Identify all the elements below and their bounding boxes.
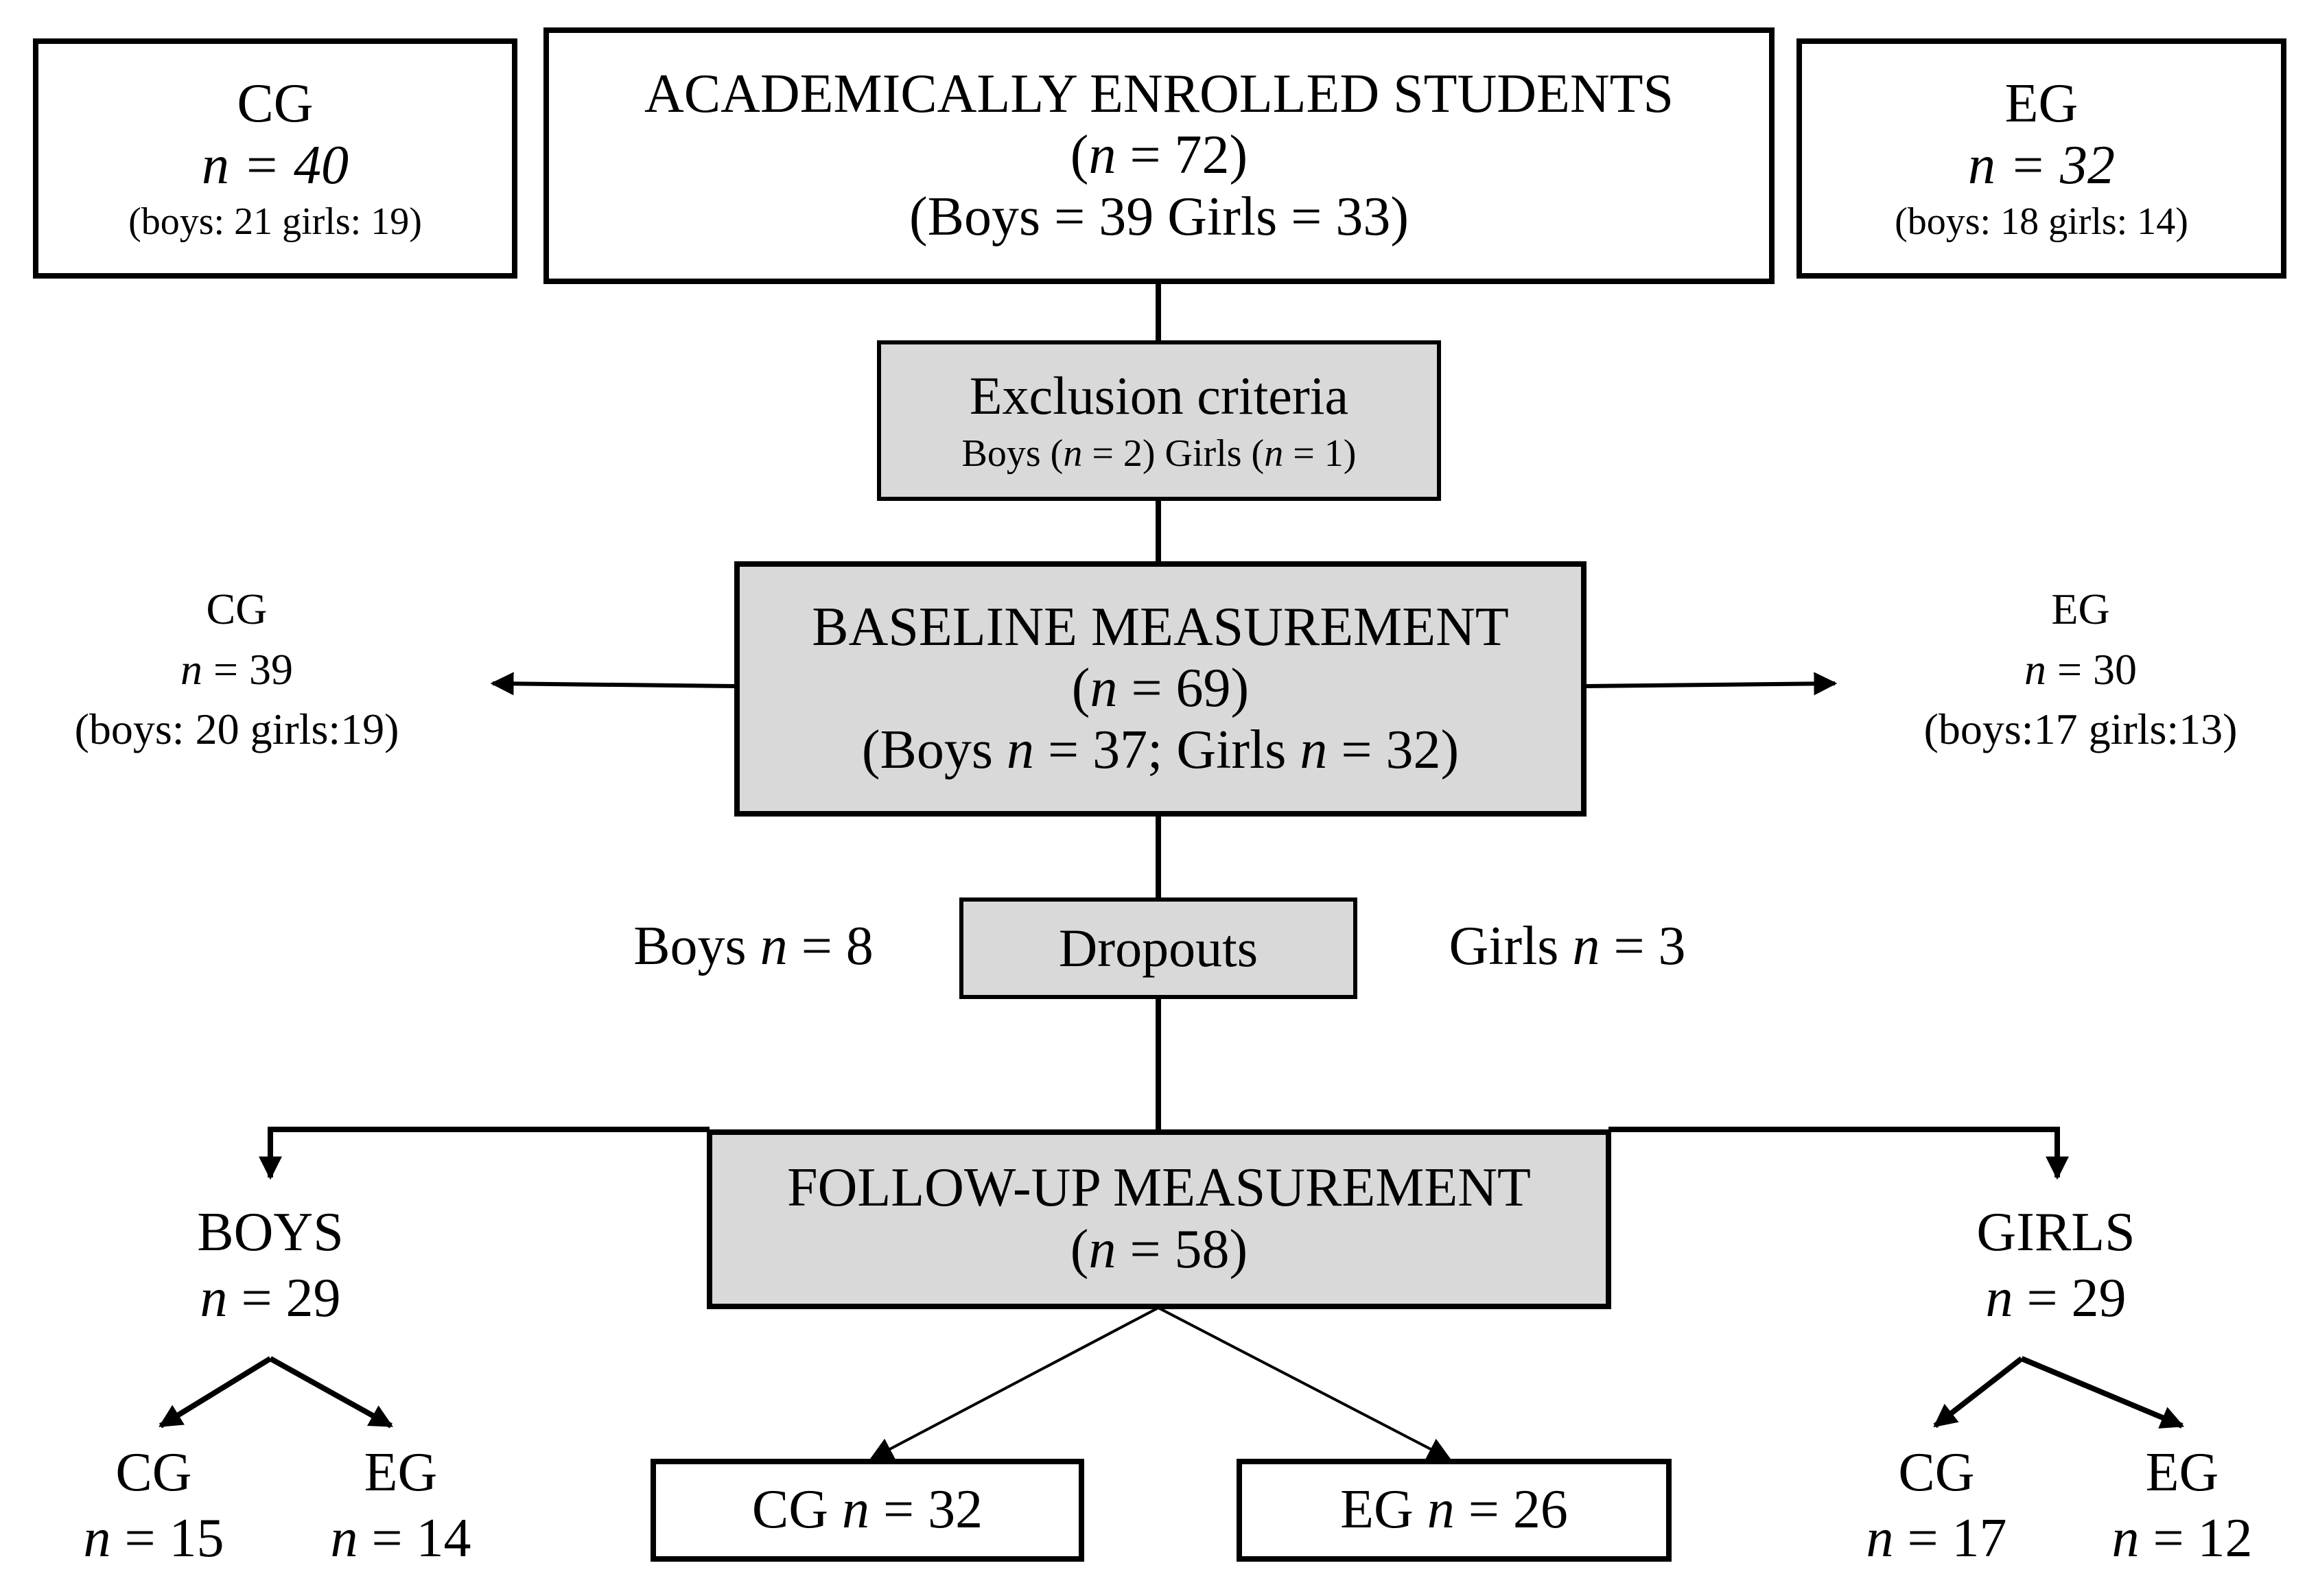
cg-final-box: CG n = 32 — [651, 1459, 1084, 1562]
arrow-baseline-to-eg — [1584, 672, 1838, 696]
eg-final-box: EG n = 26 — [1237, 1459, 1672, 1562]
exclusion-title: Exclusion criteria — [969, 365, 1349, 425]
girls-group: GIRLS n = 29 — [1919, 1202, 2193, 1329]
dropouts-title: Dropouts — [1058, 918, 1258, 978]
cg-top-n: n = 40 — [202, 134, 349, 196]
exclusion-detail: Boys (n = 2) Girls (n = 1) — [961, 432, 1357, 476]
boys-label: BOYS — [197, 1202, 344, 1263]
baseline-split: (Boys n = 37; Girls n = 32) — [861, 719, 1460, 780]
boys-cg-n: n = 15 — [83, 1507, 224, 1569]
eg-top-label: EG — [2004, 73, 2079, 134]
enrolled-split: (Boys = 39 Girls = 33) — [909, 186, 1409, 247]
followup-title: FOLLOW-UP MEASUREMENT — [787, 1158, 1531, 1219]
boys-cg-group: CG n = 15 — [44, 1442, 264, 1569]
followup-n: (n = 58) — [1070, 1219, 1248, 1280]
arrow-girls-to-cg — [1933, 1356, 2024, 1429]
eg-final-label: EG n = 26 — [1340, 1479, 1568, 1540]
arrow-followup-to-cg — [869, 1306, 1159, 1460]
girls-cg-n: n = 17 — [1866, 1507, 2007, 1569]
arrow-baseline-to-cg — [490, 672, 736, 696]
eg-mid-group: EG n = 30 (boys:17 girls:13) — [1868, 585, 2293, 754]
girls-eg-label: EG — [2145, 1442, 2219, 1503]
enrolled-box: ACADEMICALLY ENROLLED STUDENTS (n = 72) … — [543, 27, 1775, 284]
cg-final-label: CG n = 32 — [751, 1479, 983, 1540]
eg-mid-split: (boys:17 girls:13) — [1923, 705, 2238, 754]
dropouts-girls: Girls n = 3 — [1449, 916, 1686, 976]
eg-top-box: EG n = 32 (boys: 18 girls: 14) — [1796, 38, 2286, 279]
eg-top-split: (boys: 18 girls: 14) — [1895, 200, 2188, 244]
arrow-girls-to-eg — [2020, 1356, 2185, 1429]
girls-n: n = 29 — [1985, 1267, 2127, 1328]
girls-eg-n: n = 12 — [2111, 1507, 2253, 1569]
arrow-boys-to-cg — [159, 1356, 272, 1429]
followup-box: FOLLOW-UP MEASUREMENT (n = 58) — [707, 1129, 1611, 1309]
boys-eg-group: EG n = 14 — [291, 1442, 511, 1569]
eg-mid-n: n = 30 — [2024, 644, 2138, 694]
eg-mid-label: EG — [2051, 585, 2110, 633]
cg-top-label: CG — [237, 73, 314, 134]
baseline-box: BASELINE MEASUREMENT (n = 69) (Boys n = … — [734, 561, 1587, 817]
cg-mid-group: CG n = 39 (boys: 20 girls:19) — [21, 585, 453, 754]
girls-label: GIRLS — [1976, 1202, 2135, 1263]
baseline-n: (n = 69) — [1071, 658, 1250, 719]
cg-mid-split: (boys: 20 girls:19) — [74, 705, 399, 754]
cg-top-split: (boys: 21 girls: 19) — [128, 200, 422, 244]
boys-cg-label: CG — [115, 1442, 192, 1503]
cg-mid-n: n = 39 — [180, 644, 294, 694]
cg-mid-label: CG — [206, 585, 268, 633]
arrow-followup-to-eg — [1158, 1306, 1452, 1460]
dropouts-boys: Boys n = 8 — [633, 916, 874, 976]
girls-cg-label: CG — [1898, 1442, 1975, 1503]
enrolled-n: (n = 72) — [1070, 125, 1248, 186]
arrow-boys-to-eg — [269, 1356, 393, 1429]
boys-n: n = 29 — [200, 1267, 341, 1328]
girls-cg-group: CG n = 17 — [1827, 1442, 2046, 1569]
baseline-title: BASELINE MEASUREMENT — [812, 596, 1509, 657]
dropouts-box: Dropouts — [959, 897, 1357, 999]
enrolled-title: ACADEMICALLY ENROLLED STUDENTS — [644, 63, 1674, 124]
boys-eg-n: n = 14 — [330, 1507, 471, 1569]
cg-top-box: CG n = 40 (boys: 21 girls: 19) — [33, 38, 517, 279]
boys-eg-label: EG — [364, 1442, 438, 1503]
eg-top-n: n = 32 — [1968, 134, 2115, 196]
exclusion-box: Exclusion criteria Boys (n = 2) Girls (n… — [877, 340, 1441, 501]
boys-group: BOYS n = 29 — [133, 1202, 408, 1329]
girls-eg-group: EG n = 12 — [2072, 1442, 2292, 1569]
